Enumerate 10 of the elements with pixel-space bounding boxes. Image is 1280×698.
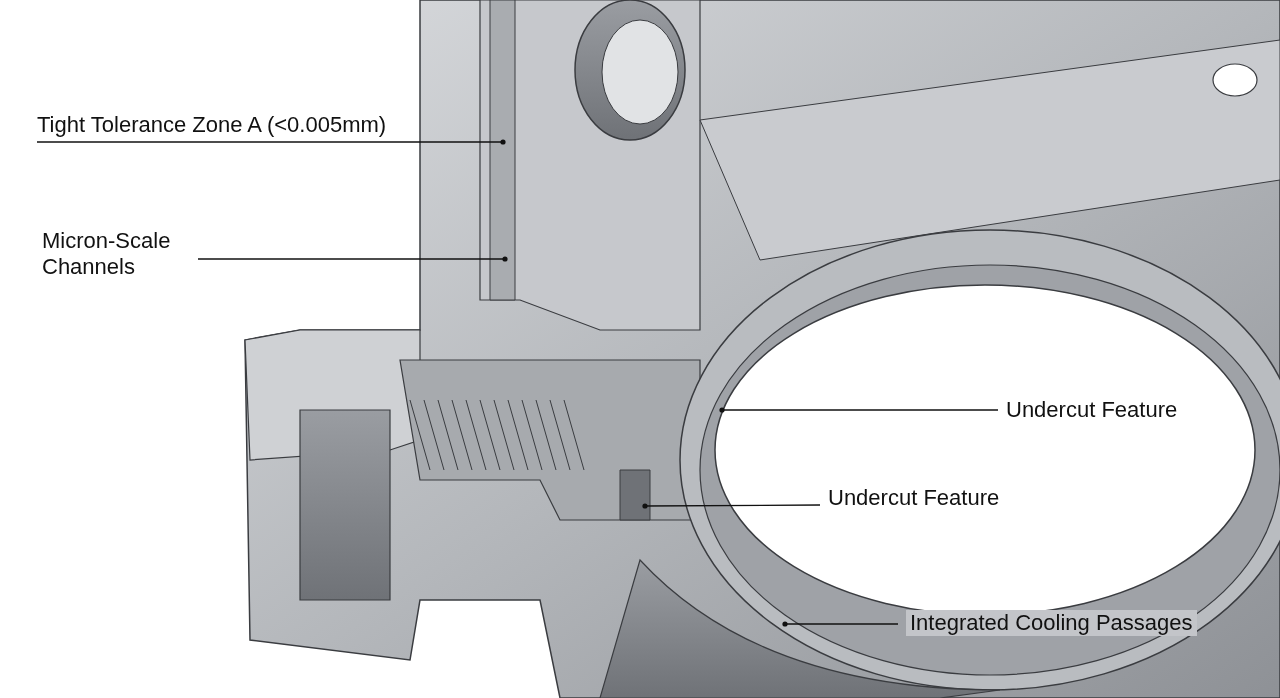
channels-label: Micron-Scale Channels [42, 228, 192, 280]
leader-line [782, 621, 899, 627]
leader-line [197, 256, 508, 262]
leader-line [36, 139, 506, 145]
undercut-label: Undercut Feature [828, 485, 1000, 511]
undercut-label: Undercut Feature [1006, 397, 1178, 423]
leader-line [642, 503, 821, 509]
cooling-label: Integrated Cooling Passages [906, 610, 1197, 636]
leader-line [719, 407, 999, 413]
zone-label: Tight Tolerance Zone A (<0.005mm) [37, 112, 387, 138]
